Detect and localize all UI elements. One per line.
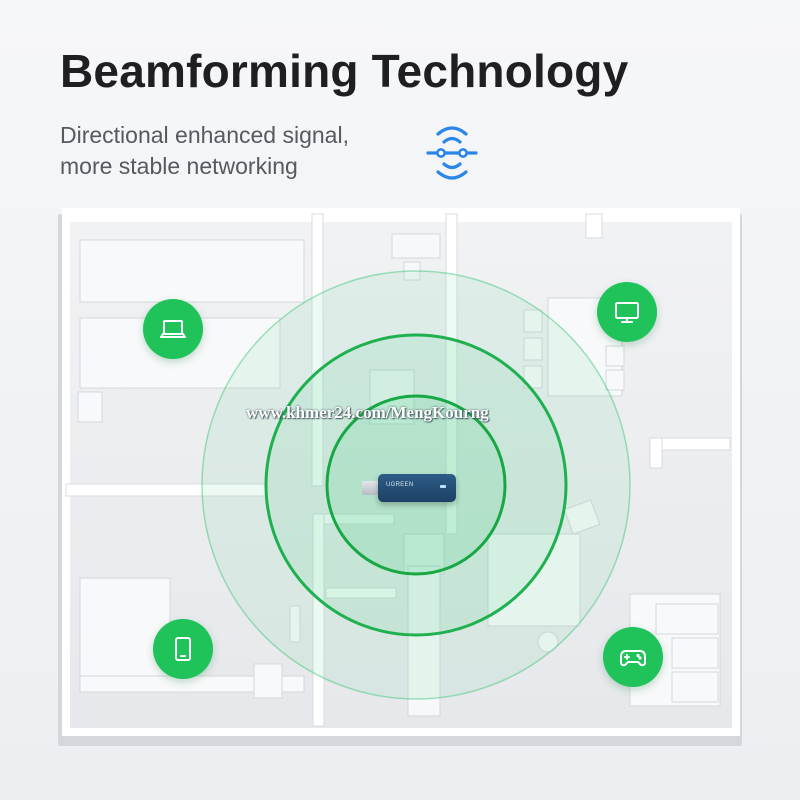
gamepad-icon bbox=[620, 650, 646, 667]
center-room-furniture bbox=[369, 233, 445, 717]
living-room-furniture bbox=[487, 499, 721, 707]
gamepad-badge bbox=[603, 627, 663, 687]
page-subtitle: Directional enhanced signal, more stable… bbox=[60, 120, 420, 182]
adapter-brand-label: UGREEN bbox=[386, 482, 414, 488]
smartphone-badge bbox=[153, 619, 213, 679]
laptop-icon bbox=[160, 320, 186, 338]
usb-plug bbox=[362, 481, 380, 495]
subtitle-line-2: more stable networking bbox=[60, 153, 298, 179]
monitor-icon bbox=[615, 302, 639, 323]
adapter-led bbox=[440, 485, 446, 488]
bedroom-2-furniture bbox=[79, 577, 305, 699]
usb-wifi-adapter: UGREEN bbox=[378, 474, 456, 502]
signal-icon bbox=[426, 126, 478, 180]
watermark-text: www.khmer24.com/MengKourng bbox=[246, 403, 489, 422]
smartphone-icon bbox=[175, 637, 191, 661]
page-title: Beamforming Technology bbox=[60, 45, 629, 97]
subtitle-line-1: Directional enhanced signal, bbox=[60, 122, 349, 148]
monitor-badge bbox=[597, 282, 657, 342]
laptop-badge bbox=[143, 299, 203, 359]
